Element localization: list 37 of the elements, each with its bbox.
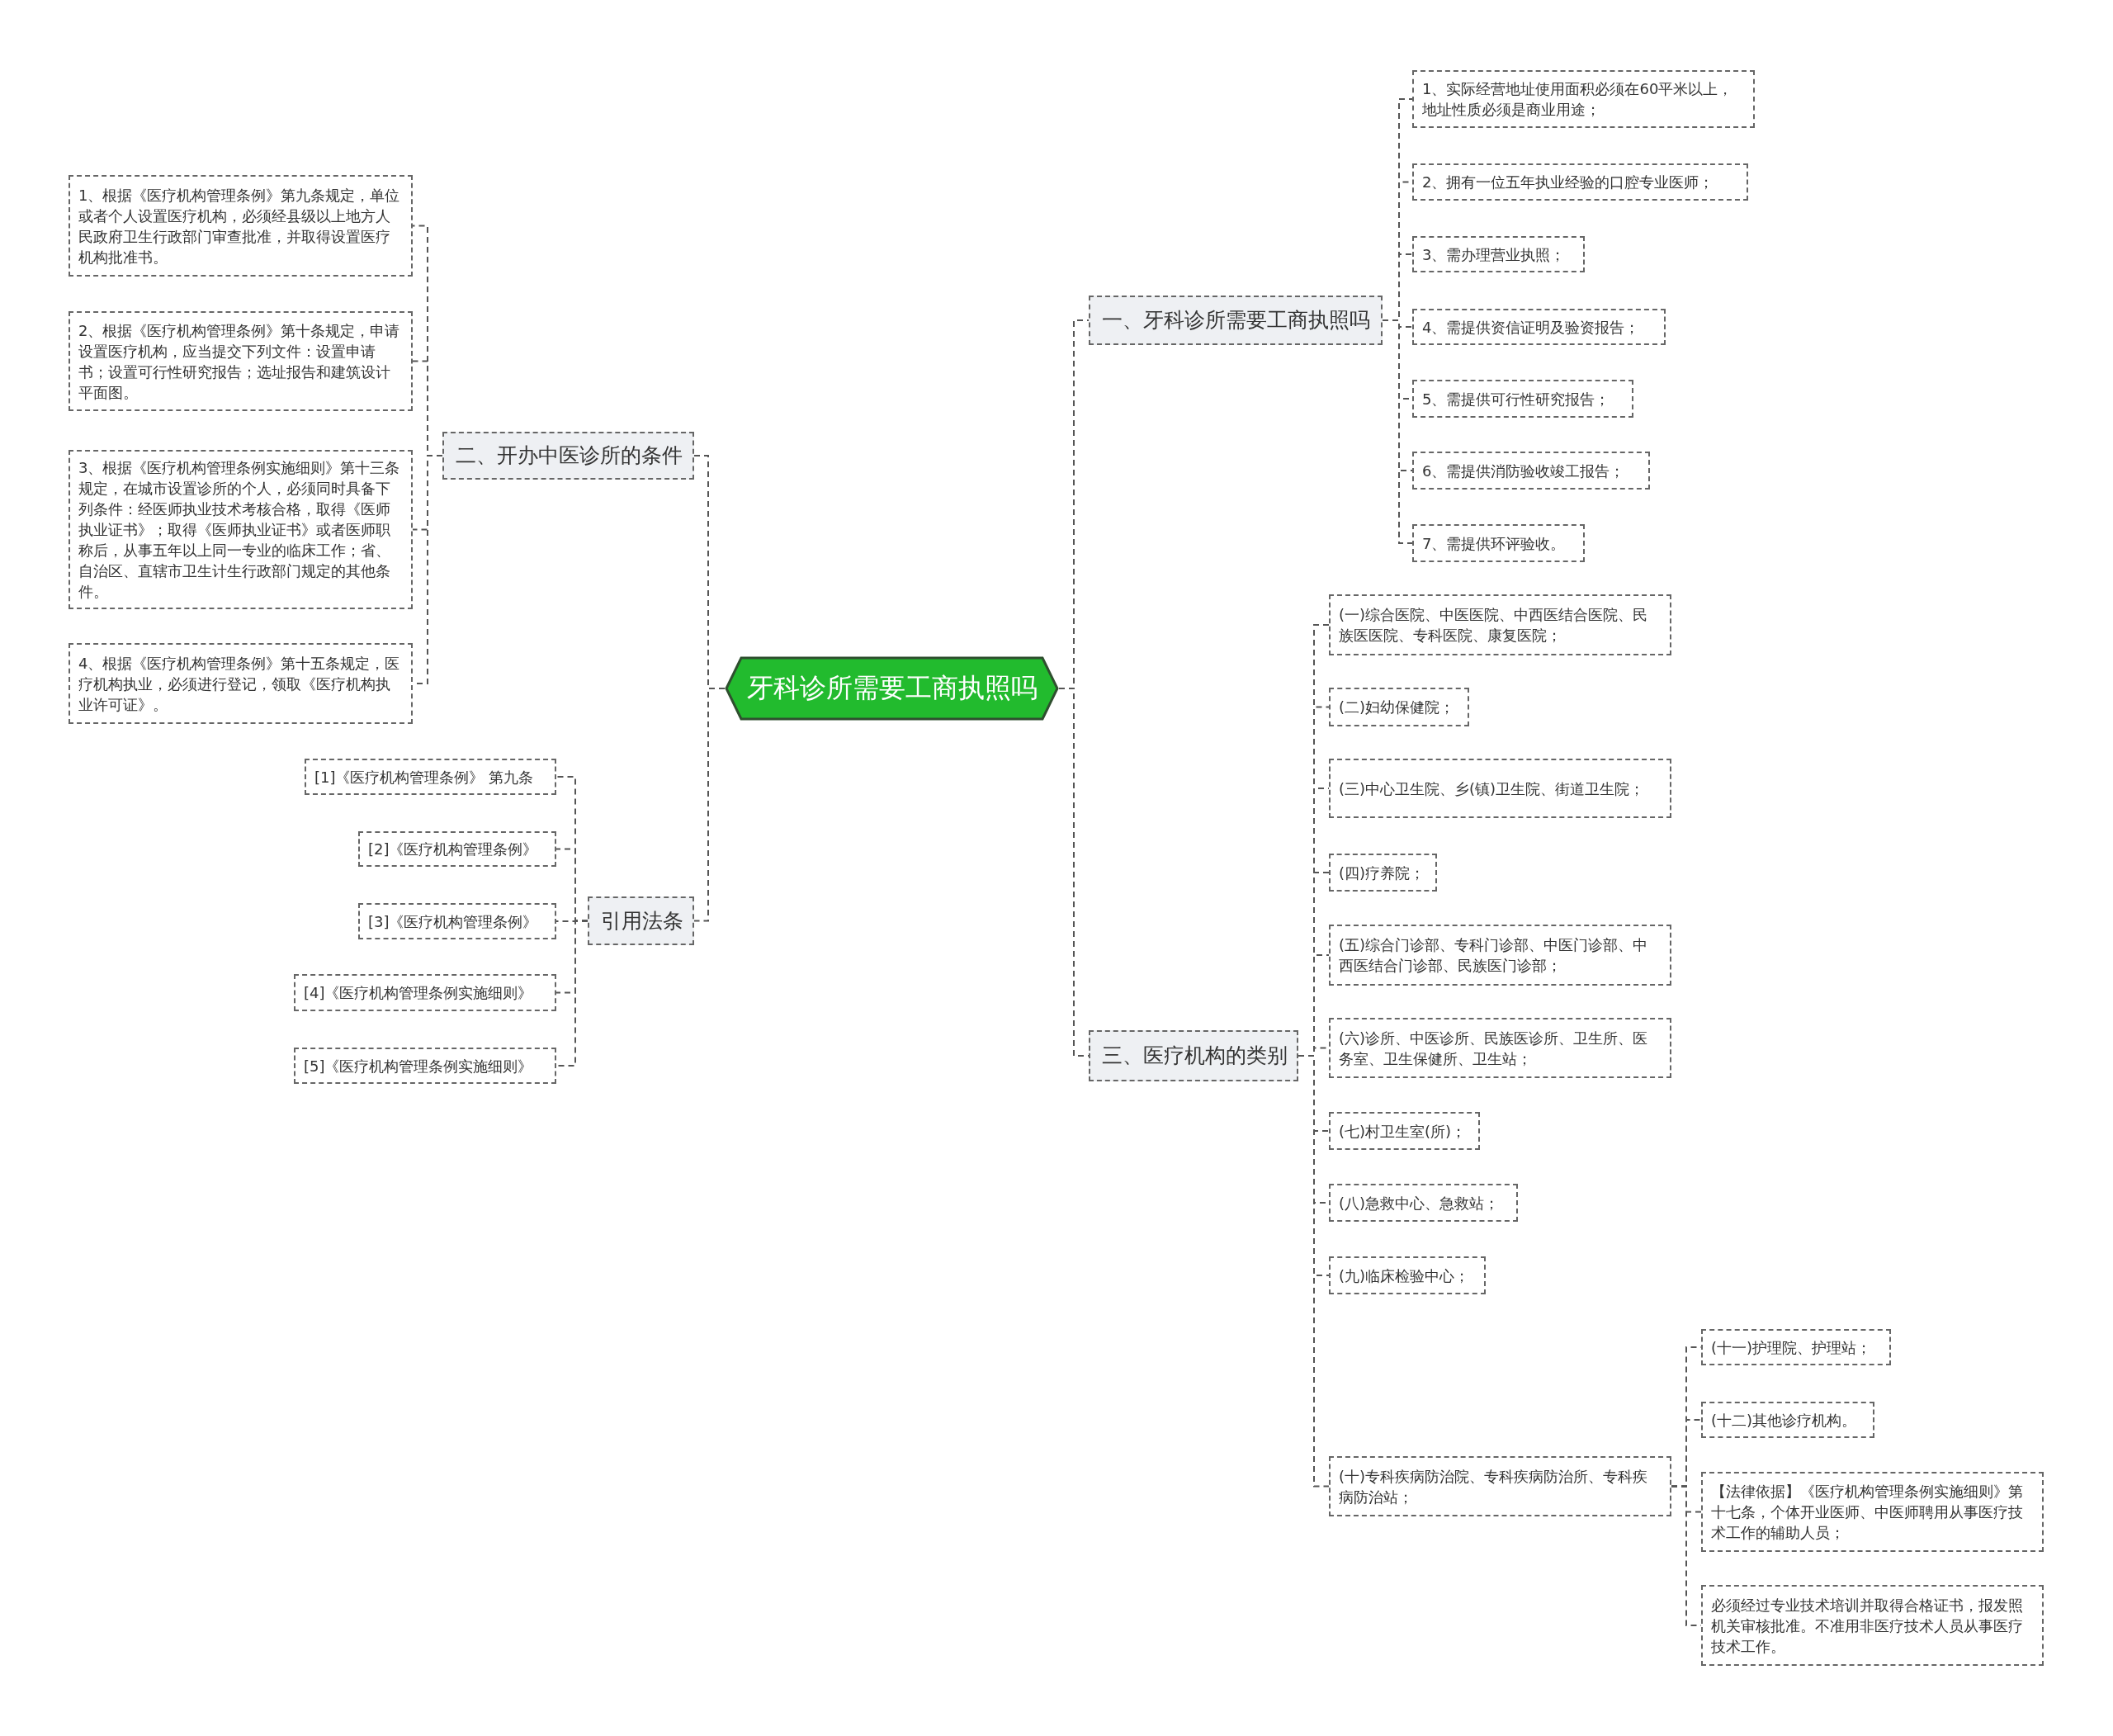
note-box: 必须经过专业技术培训并取得合格证书，报发照机关审核批准。不准用非医疗技术人员从事医疗技术工作。 [1701,1585,2044,1666]
topic-box: 一、牙科诊所需要工商执照吗 [1089,296,1383,345]
central-topic: 牙科诊所需要工商执照吗 [725,656,1059,721]
note-box: (六)诊所、中医诊所、民族医诊所、卫生所、医务室、卫生保健所、卫生站； [1329,1018,1671,1078]
note-box: 【法律依据】《医疗机构管理条例实施细则》第十七条，个体开业医师、中医师聘用从事医疗技术工作的辅助人员； [1701,1472,2044,1552]
connector-line [1382,319,1413,544]
note-box: (五)综合门诊部、专科门诊部、中医门诊部、中西医结合门诊部、民族医门诊部； [1329,925,1671,986]
note-box: [3]《医疗机构管理条例》 [358,903,556,939]
note-box: (七)村卫生室(所)； [1329,1112,1480,1150]
note-box: 7、需提供环评验收。 [1412,524,1585,562]
note-box: [5]《医疗机构管理条例实施细则》 [294,1048,556,1084]
note-box: (十)专科疾病防治院、专科疾病防治所、专科疾病防治站； [1329,1456,1671,1516]
note-box: 4、根据《医疗机构管理条例》第十五条规定，医疗机构执业，必须进行登记，领取《医疗机构执业许可证》。 [69,643,413,724]
note-box: (二)妇幼保健院； [1329,688,1469,726]
note-box: 2、拥有一位五年执业经验的口腔专业医师； [1412,163,1748,201]
note-box: (四)疗养院； [1329,854,1437,892]
connector-line [693,688,726,922]
note-box: 6、需提供消防验收竣工报告； [1412,452,1650,490]
note-box: (一)综合医院、中医医院、中西医结合医院、民族医医院、专科医院、康复医院； [1329,594,1671,655]
note-box: (三)中心卫生院、乡(镇)卫生院、街道卫生院； [1329,759,1671,818]
note-box: (八)急救中心、急救站； [1329,1184,1518,1222]
topic-box: 三、医疗机构的类别 [1089,1030,1298,1081]
note-box: [2]《医疗机构管理条例》 [358,831,556,867]
note-box: 3、根据《医疗机构管理条例实施细则》第十三条规定，在城市设置诊所的个人，必须同时具备下列条件：经医师执业技术考核合格，取得《医师执业证书》；取得《医师执业证书》或者医师职称后，从事五年以上同一专业的临床工作；省、自治区、直辖市卫生计生行政部门规定的其他条件。 [69,450,413,609]
topic-box: 二、开办中医诊所的条件 [442,432,694,480]
note-box: (十一)护理院、护理站； [1701,1329,1891,1365]
note-box: 2、根据《医疗机构管理条例》第十条规定，申请设置医疗机构，应当提交下列文件：设置申请书；设置可行性研究报告；选址报告和建筑设计平面图。 [69,311,413,411]
note-box: (十二)其他诊疗机构。 [1701,1402,1874,1438]
note-box: 3、需办理营业执照； [1412,236,1585,272]
note-box: 5、需提供可行性研究报告； [1412,380,1633,418]
topic-box: 引用法条 [588,896,694,945]
note-box: 1、根据《医疗机构管理条例》第九条规定，单位或者个人设置医疗机构，必须经县级以上地方人民政府卫生行政部门审查批准，并取得设置医疗机构批准书。 [69,175,413,277]
note-box: [4]《医疗机构管理条例实施细则》 [294,974,556,1011]
note-box: 1、实际经营地址使用面积必须在60平米以上，地址性质必须是商业用途； [1412,70,1755,128]
note-box: [1]《医疗机构管理条例》 第九条 [305,759,556,795]
note-box: (九)临床检验中心； [1329,1256,1486,1294]
note-box: 4、需提供资信证明及验资报告； [1412,309,1666,345]
